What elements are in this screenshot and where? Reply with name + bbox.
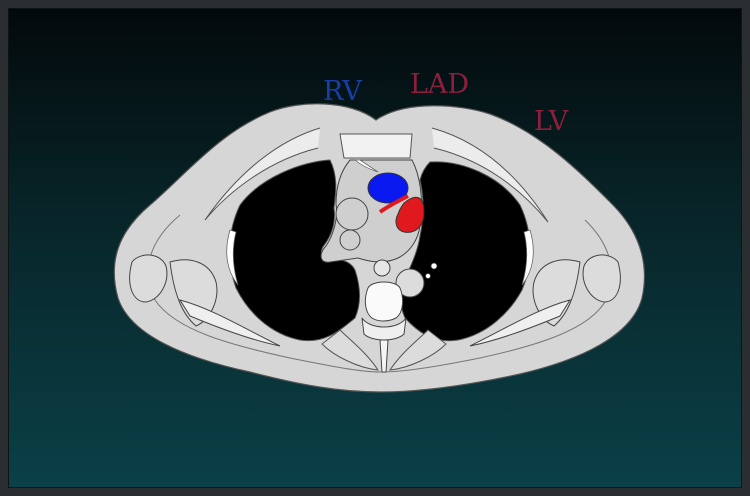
rv-highlight [367,172,409,204]
lymph-node [425,273,431,279]
lad-highlight [378,194,409,214]
paraspinal-muscle-left [321,329,380,371]
axillary-fat-right [521,229,534,286]
paraspinal-muscle-right [388,329,447,371]
left-pectoral [204,127,321,221]
lv-label: LV [534,106,569,137]
lv-highlight [395,196,425,233]
vertebral-arch [361,317,407,341]
axillary-fat-left [226,229,239,286]
pulmonary-vessel [339,229,361,251]
left-humerus [129,254,168,303]
lymph-node [430,262,438,270]
right-scapula-blade [469,299,572,347]
left-scapula-blade [178,299,281,347]
anterior-fat [353,159,379,173]
right-lung [229,159,360,342]
esophagus [373,259,391,277]
lad-label: LAD [410,69,470,100]
descending-aorta [395,268,425,298]
rv-label: RV [323,76,362,107]
sternum [339,133,413,159]
right-humerus [582,254,621,303]
vertebral-body [364,281,404,322]
ascending-aorta [335,197,369,231]
right-pectoral [431,127,549,223]
spinous-process [379,339,389,373]
